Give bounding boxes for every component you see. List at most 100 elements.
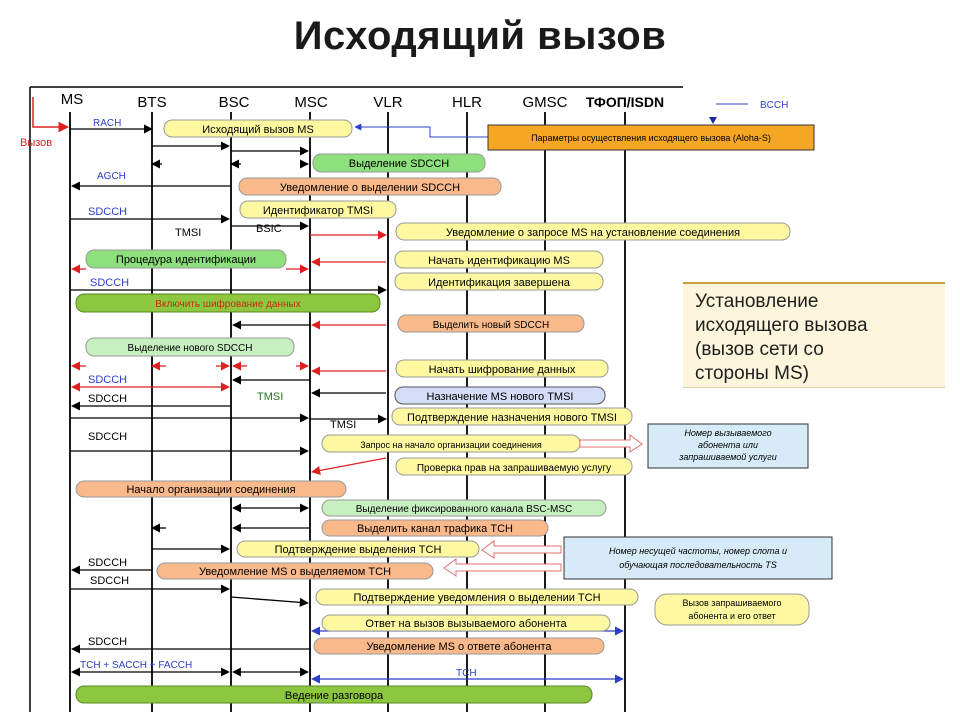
flow-box-text: Подтверждение выделения TCH [275,544,442,556]
flow-box [395,359,609,378]
flow-box-text: Начало организации соединения [126,484,295,496]
bsic-label: BSIC [256,223,282,235]
flow-box-text: Выделить канал трафика TCH [357,523,513,535]
flow-box-text: Исходящий вызов MS [202,124,314,136]
hollow-arrow [443,558,562,577]
flow-box [75,480,347,498]
note-text: обучающая последовательность TS [619,560,777,570]
note-text: Номер вызываемого [684,428,771,438]
flow-box-text: Выделение нового SDCCH [128,343,253,354]
agch-label: AGCH [97,171,126,182]
flow-box [85,249,287,269]
slide-title: Исходящий вызов [293,14,667,58]
flow-box-text: Назначение MS нового TMSI [427,391,574,403]
aloha-connector [354,123,488,138]
flow-box [85,337,295,357]
note-text: Номер несущей частоты, номер слота и [609,546,787,556]
sdcch-label: SDCCH [88,636,127,648]
flow-box-text: Уведомление MS о выделяемом TCH [199,566,391,578]
flow-box [391,407,633,426]
tch-label: TCH [456,668,477,679]
flow-box-text: Начать идентификацию MS [428,255,570,267]
flow-box [395,457,633,476]
bcch-label: BCCH [760,100,788,111]
flow-box-text: Выделение SDCCH [349,158,450,170]
flow-box [315,588,639,606]
flow-box-text: Ведение разговора [285,690,384,702]
sdcch-label: SDCCH [90,277,129,289]
aloha-box-text: Параметры осуществления исходящего вызов… [531,133,771,143]
entity-bsc: BSC [219,94,250,111]
entity-gmsc: GMSC [523,94,568,111]
note-text: Вызов запрашиваемого [682,598,781,608]
flow-box-text: Идентификатор TMSI [263,205,373,217]
side-note-line: (вызов сети со [695,339,824,360]
tch-sacch-label: TCH + SACCH + FACCH [80,660,192,671]
entity-pstn: ТФОП/ISDN [586,94,664,110]
note-box [654,593,810,626]
flow-box [236,540,480,558]
hollow-arrow [579,434,643,453]
flow-box-text: Процедура идентификации [116,254,256,266]
note-box [563,536,833,580]
sdcch-label: SDCCH [90,575,129,587]
entity-msc: MSC [294,94,328,111]
flow-box-text: Начать шифрование данных [429,364,576,376]
entity-ms: MS [61,91,84,108]
flow-box [163,119,353,138]
tmsi-label: TMSI [175,227,201,239]
flow-box-text: Идентификация завершена [428,277,571,289]
note-text: абонента или [698,440,758,450]
flow-box [75,685,593,704]
call-start-label: Вызов [20,137,52,149]
flow-box-text: Выделить новый SDCCH [433,320,549,331]
aloha-box [487,124,815,151]
flow-box [321,499,607,517]
side-note-box: Установление исходящего вызова (вызов се… [683,282,945,388]
flow-box [394,272,604,291]
tmsi-label: TMSI [257,391,283,403]
note-text: запрашиваемой услуги [678,452,776,462]
sdcch-label: SDCCH [88,431,127,443]
flow-box [75,293,381,313]
flow-box [394,386,606,405]
entity-hlr: HLR [452,94,482,111]
bcch-down-arrow [709,117,717,124]
flow-box [239,200,397,219]
flow-box [394,250,604,269]
flow-box-text: Включить шифрование данных [155,298,300,310]
flow-box-text: Уведомление о выделении SDCCH [280,182,460,194]
side-note-line: стороны MS) [695,363,809,384]
sdcch-label: SDCCH [88,393,127,405]
side-note-line: Установление [695,291,819,312]
flow-box [321,614,611,632]
note-text: абонента и его ответ [688,611,775,621]
flow-box-text: Уведомление MS о ответе абонента [366,641,552,653]
flow-box-text: Подтверждение уведомления о выделении TC… [353,592,600,604]
sdcch-label: SDCCH [88,206,127,218]
call-start-connector [32,97,70,133]
flow-box [321,519,549,537]
hollow-arrow [481,540,562,559]
flow-box [156,562,434,580]
flow-box-text: Ответ на вызов вызываемого абонента [365,618,567,630]
flow-box [312,153,486,173]
flow-box [238,177,502,196]
flow-box-text: Выделение фиксированного канала BSC-MSC [356,503,572,515]
sdcch-label: SDCCH [88,557,127,569]
sdcch-label: SDCCH [88,374,127,386]
flow-box-text: Проверка прав на запрашиваемую услугу [417,463,611,474]
note-box [647,423,809,469]
entity-vlr: VLR [373,94,402,111]
flow-box-text: Уведомление о запросе MS на установление… [446,227,740,239]
flow-box [397,314,585,333]
flow-box-text: Запрос на начало организации соединения [360,440,542,450]
message-arrow [311,457,387,475]
tmsi-label: TMSI [330,419,356,431]
flow-box [313,637,605,655]
entity-bts: BTS [137,94,166,111]
side-note-line: исходящего вызова [695,315,868,336]
rach-label: RACH [93,118,121,129]
message-arrow [230,596,309,607]
